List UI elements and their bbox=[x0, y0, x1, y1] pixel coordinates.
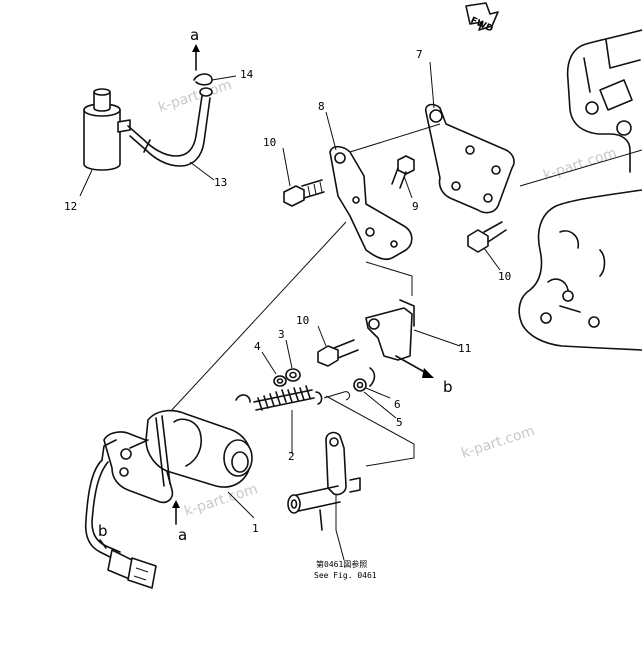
arrow-b-left-icon bbox=[99, 539, 107, 549]
washer-3 bbox=[285, 368, 301, 382]
bolt-10-middle bbox=[317, 339, 359, 367]
watermark-2: k-part.com bbox=[541, 145, 618, 184]
letter-b-right: b bbox=[443, 378, 453, 396]
clip-14 bbox=[193, 73, 213, 86]
callout-8: 8 bbox=[318, 100, 325, 113]
spring-hook-line bbox=[323, 391, 351, 401]
callout-10-middle: 10 bbox=[296, 314, 309, 327]
linkage-lever bbox=[287, 431, 361, 531]
letter-b-left: b bbox=[98, 522, 108, 540]
spring-2 bbox=[235, 385, 323, 411]
clip-6 bbox=[369, 367, 376, 387]
callout-leaders bbox=[79, 61, 501, 561]
callout-5: 5 bbox=[396, 416, 403, 429]
letter-a-top: a bbox=[190, 26, 199, 44]
callout-12: 12 bbox=[64, 200, 77, 213]
washer-4 bbox=[273, 375, 287, 387]
callout-10-right: 10 bbox=[498, 270, 511, 283]
callout-10-upper: 10 bbox=[263, 136, 276, 149]
washer-5 bbox=[353, 378, 367, 392]
watermark-1: k-part.com bbox=[156, 77, 233, 116]
callout-11: 11 bbox=[458, 342, 471, 355]
callout-9: 9 bbox=[412, 200, 419, 213]
callout-6: 6 bbox=[394, 398, 401, 411]
leader-bracket-link bbox=[349, 123, 441, 153]
leader-14 bbox=[211, 75, 237, 81]
callout-7: 7 bbox=[416, 48, 423, 61]
leader-spring-lever bbox=[325, 395, 415, 467]
callout-13: 13 bbox=[214, 176, 227, 189]
bracket-8 bbox=[329, 145, 413, 261]
solenoid-12 bbox=[83, 88, 131, 171]
leader-motor-bracket bbox=[169, 221, 347, 413]
reference-line-2: See Fig. 0461 bbox=[314, 571, 377, 580]
hose-13 bbox=[127, 87, 213, 167]
reference-line-1: 第0461図参照 bbox=[316, 559, 367, 569]
fwd-arrow-icon: FWD bbox=[465, 2, 499, 35]
engine-block bbox=[518, 29, 642, 351]
wire-harness bbox=[84, 459, 157, 589]
bolt-10-upper bbox=[283, 179, 325, 207]
callout-4: 4 bbox=[254, 340, 261, 353]
callout-3: 3 bbox=[278, 328, 285, 341]
leader-bracket-8-down bbox=[365, 261, 413, 296]
bracket-7 bbox=[424, 103, 515, 214]
callout-14: 14 bbox=[240, 68, 254, 81]
bolt-9 bbox=[391, 155, 415, 189]
letter-a-bottom: a bbox=[178, 526, 187, 544]
motor-assembly-1 bbox=[101, 409, 253, 504]
arrow-up-a-bottom-icon bbox=[172, 500, 180, 525]
callout-1: 1 bbox=[252, 522, 259, 535]
watermark-3: k-part.com bbox=[459, 423, 536, 462]
bracket-11 bbox=[365, 299, 415, 361]
arrow-up-a-icon bbox=[192, 44, 200, 71]
callout-2: 2 bbox=[288, 450, 295, 463]
bolt-10-right bbox=[467, 221, 507, 253]
arrow-b-right-icon bbox=[395, 355, 434, 378]
